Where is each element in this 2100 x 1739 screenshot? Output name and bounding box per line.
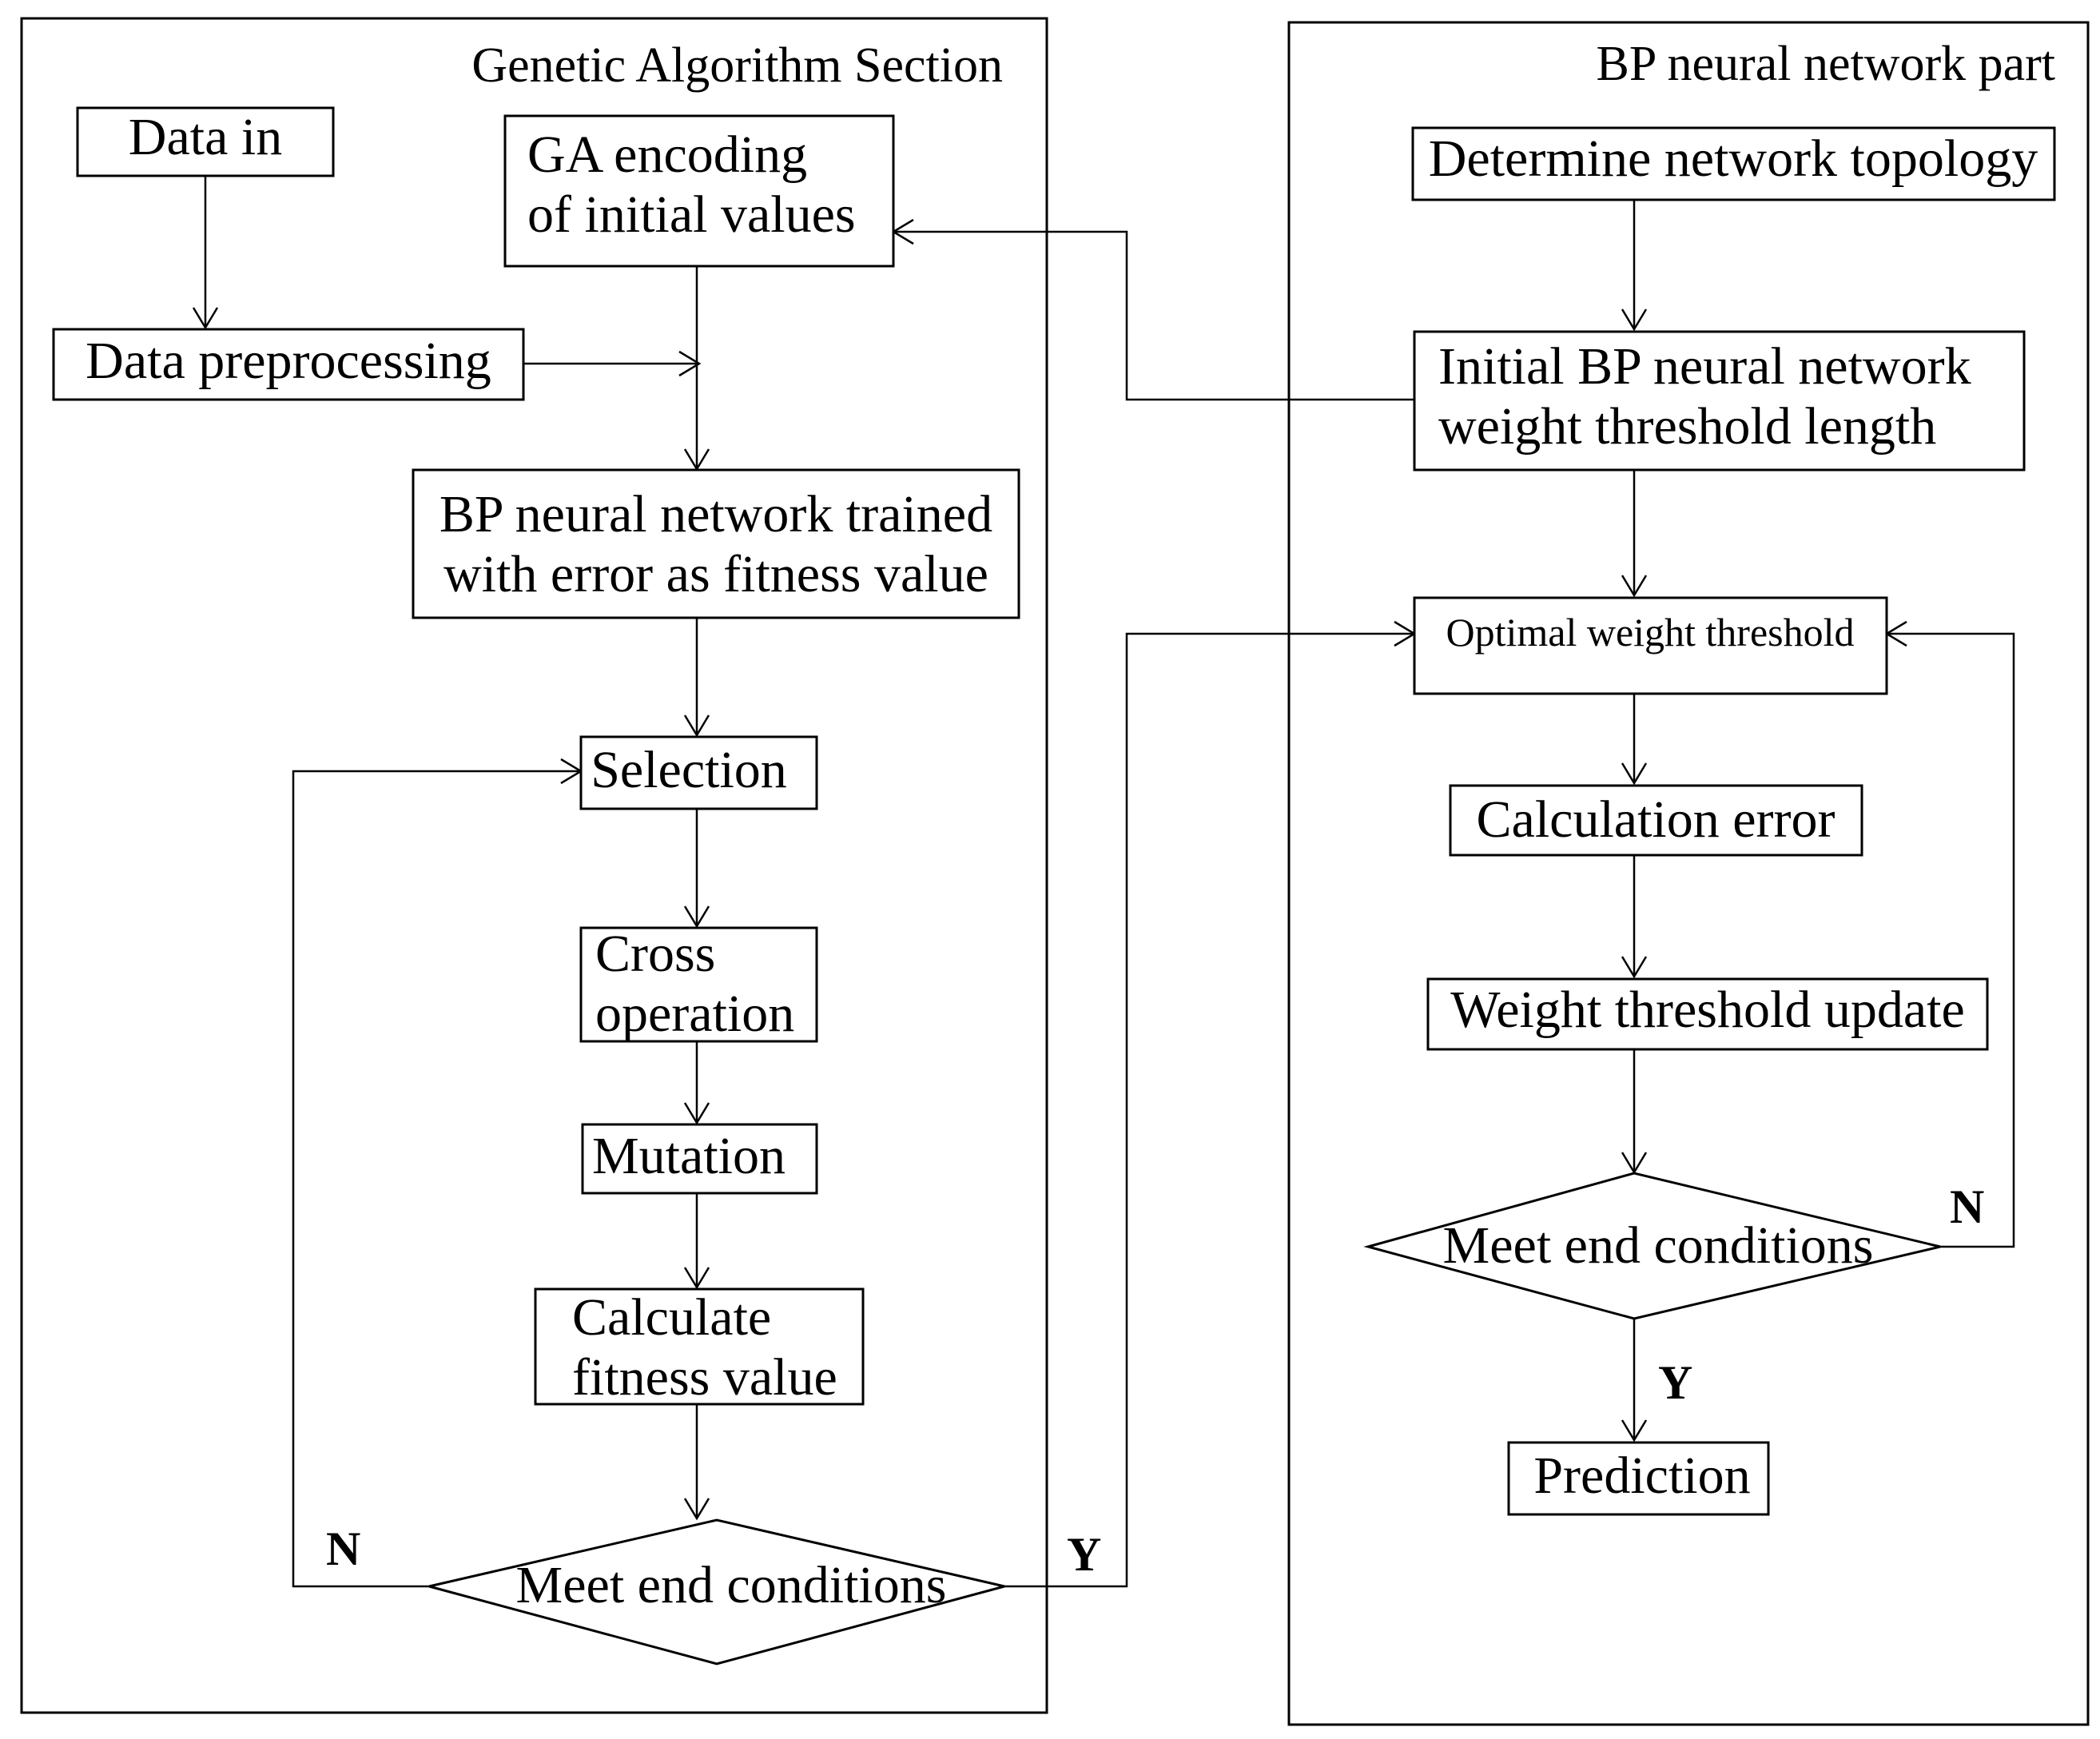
prediction-box: Prediction — [1507, 1441, 1770, 1516]
svg-text:Data in: Data in — [129, 108, 282, 166]
mutation-box: Mutation — [581, 1123, 818, 1195]
svg-text:with error as fitness value: with error as fitness value — [443, 545, 988, 603]
ga-connectors — [192, 176, 710, 1588]
svg-text:Initial BP neural network: Initial BP neural network — [1438, 337, 1971, 396]
bp-yes-label: Y — [1658, 1356, 1692, 1409]
determine-topology-box: Determine network topology — [1411, 126, 2056, 201]
svg-text:Selection: Selection — [591, 741, 787, 799]
optimal-weight-box: Optimal weight threshold — [1413, 596, 1888, 695]
cross-operation-box: Cross operation — [579, 925, 818, 1043]
data-preprocessing-box: Data preprocessing — [52, 328, 525, 401]
svg-text:Meet end conditions: Meet end conditions — [516, 1556, 947, 1614]
bp-section-frame — [1287, 21, 2090, 1726]
svg-text:Calculation error: Calculation error — [1477, 790, 1836, 849]
cross-section-connectors — [891, 218, 1417, 1588]
svg-text:Optimal weight threshold: Optimal weight threshold — [1446, 610, 1854, 655]
svg-text:GA encoding: GA encoding — [527, 125, 807, 184]
ga-encoding-box: GA encoding of initial values — [503, 114, 895, 268]
svg-text:operation: operation — [595, 985, 794, 1043]
ga-section-title: Genetic Algorithm Section — [471, 38, 1003, 93]
svg-text:fitness value: fitness value — [572, 1348, 837, 1407]
selection-box: Selection — [579, 735, 818, 810]
svg-text:of initial values: of initial values — [527, 185, 856, 244]
svg-text:Prediction: Prediction — [1533, 1447, 1750, 1505]
bp-trained-box: BP neural network trained with error as … — [412, 468, 1020, 619]
ga-yes-label: Y — [1067, 1528, 1101, 1581]
weight-update-box: Weight threshold update — [1426, 977, 1989, 1051]
bp-meet-end-diamond: Meet end conditions — [1363, 1172, 1941, 1320]
calculation-error-box: Calculation error — [1449, 784, 1863, 857]
initial-bp-box: Initial BP neural network weight thresho… — [1413, 330, 2026, 472]
svg-text:Determine network topology: Determine network topology — [1429, 129, 2038, 188]
svg-text:Cross: Cross — [595, 925, 715, 983]
bp-section-title: BP neural network part — [1597, 37, 2056, 91]
svg-text:weight threshold length: weight threshold length — [1438, 397, 1936, 456]
data-in-box: Data in — [76, 106, 335, 177]
svg-text:Weight threshold update: Weight threshold update — [1450, 981, 1965, 1039]
svg-text:Meet end conditions: Meet end conditions — [1443, 1216, 1874, 1275]
svg-text:BP neural network trained: BP neural network trained — [439, 485, 992, 543]
svg-text:Data preprocessing: Data preprocessing — [86, 332, 491, 390]
svg-text:Mutation: Mutation — [592, 1127, 786, 1185]
bp-no-label: N — [1950, 1180, 1984, 1233]
ga-no-label: N — [326, 1522, 360, 1575]
ga-section-frame — [20, 17, 1048, 1714]
ga-meet-end-diamond: Meet end conditions — [428, 1518, 1005, 1665]
calculate-fitness-box: Calculate fitness value — [534, 1287, 865, 1407]
svg-text:Calculate: Calculate — [572, 1288, 771, 1347]
